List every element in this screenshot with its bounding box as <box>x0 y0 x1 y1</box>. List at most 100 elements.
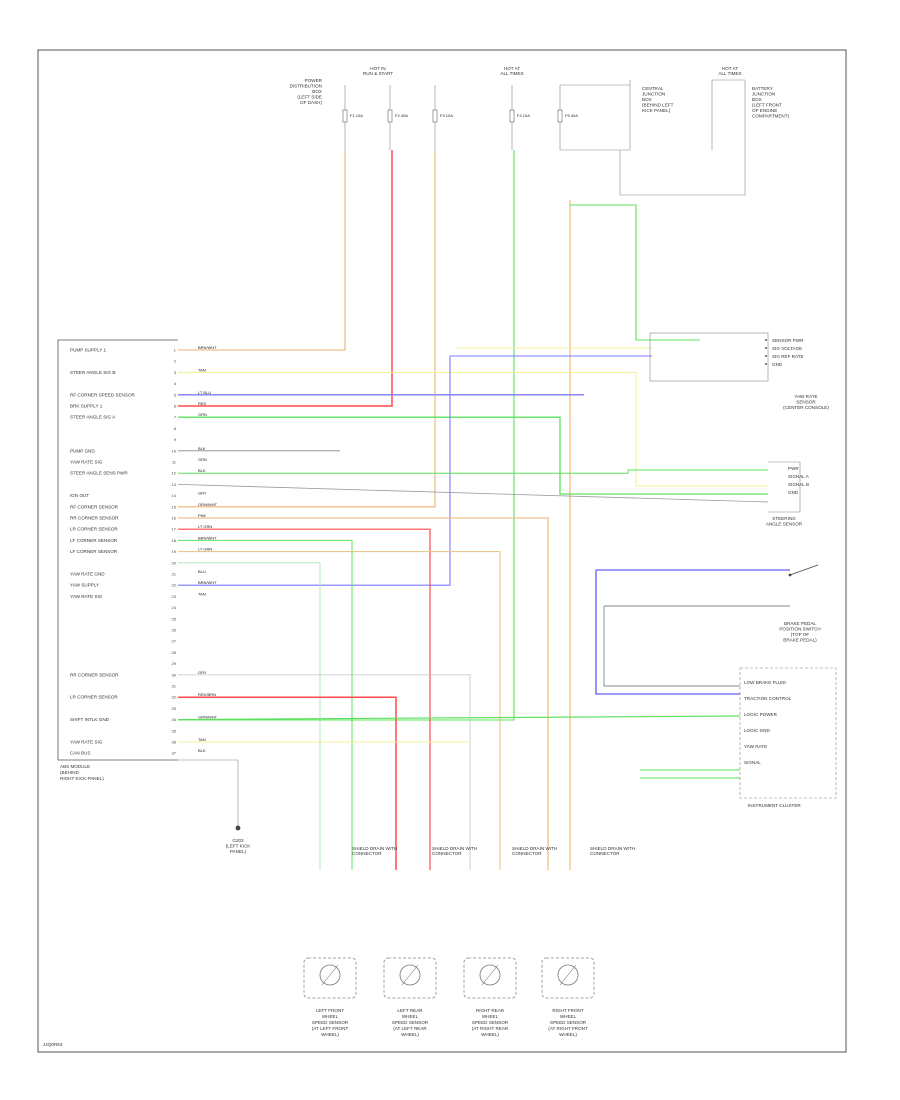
wheel-sensor-label-line: WHEEL) <box>321 1032 339 1037</box>
wire <box>178 356 451 586</box>
battery-label-line: JUNCTION <box>752 92 775 97</box>
module-pin-label: YAW RATE GND <box>70 572 105 577</box>
module-pin-label: RR CORNER SENSOR <box>70 516 119 521</box>
hot-run-line: RUN & START <box>363 71 393 76</box>
wheel-sensor-label-line: WHEEL) <box>559 1032 577 1037</box>
module-pin-number: 5 <box>174 392 177 397</box>
fuse-label: F1 10A <box>350 113 363 118</box>
wheel-sensor-label-line: RIGHT FRONT <box>552 1008 583 1013</box>
wheel-sensor-label-line: WHEEL) <box>481 1032 499 1037</box>
module-pin-number: 15 <box>172 504 177 509</box>
wire <box>178 517 549 870</box>
module-pin-number: 33 <box>172 706 177 711</box>
instrument-cluster-label: INSTRUMENT CLUSTER <box>748 803 801 808</box>
module-pin-number: 34 <box>172 717 177 722</box>
wheel-sensor-label-line: (AT LEFT FRONT <box>312 1026 349 1031</box>
wire <box>177 484 769 503</box>
battery-label-line: BOX <box>752 97 762 102</box>
fuse-icon <box>342 109 348 123</box>
sensor-icon <box>479 964 501 986</box>
module-pin-number: 16 <box>172 516 177 521</box>
module-pin-label: RR CORNER SENSOR <box>70 672 119 677</box>
module-pin-wire-code: GRN <box>198 412 207 417</box>
steer-pin-label: SIGNAL B <box>788 482 809 487</box>
brake-label-line: BRAKE PEDAL <box>784 621 816 626</box>
module-pin-label: PUMP SUPPLY 1 <box>70 348 106 353</box>
module-pin-number: 13 <box>172 482 177 487</box>
wire <box>178 469 768 474</box>
module-pin-wire-code: GRN <box>198 457 207 462</box>
shield-drain-label-line: CONNECTOR <box>352 851 382 856</box>
module-pin-wire-code: LT GRN <box>198 524 212 529</box>
module-pin-label: IGN OUT <box>70 493 89 498</box>
wheel-sensor-label-line: WHEEL <box>322 1014 339 1019</box>
shield-drain-label-line: CONNECTOR <box>590 851 620 856</box>
module-pin-wire-code: BRN/WHT <box>198 580 217 585</box>
module-pin-wire-code: BLK <box>198 748 206 753</box>
wheel-sensor-label-line: SPEED SENSOR <box>472 1020 509 1025</box>
module-pin-number: 30 <box>172 672 177 677</box>
wheel-sensor-label-line: SPEED SENSOR <box>392 1020 429 1025</box>
fuse-label: F4 10A <box>517 113 530 118</box>
yaw-pin-label: SIG VOLTAGE <box>772 346 802 351</box>
pin-dot <box>765 347 767 349</box>
module-pin-wire-code: BRN/WHT <box>198 345 217 350</box>
yaw-label-line: (CENTER CONSOLE) <box>783 405 829 410</box>
hot-all-line: HOT AT <box>722 66 738 71</box>
wheel-sensor-label-line: WHEEL <box>402 1014 419 1019</box>
wheel-sensor-label-line: WHEEL <box>482 1014 499 1019</box>
module-pin-number: 28 <box>172 650 177 655</box>
wire <box>570 204 700 341</box>
module-pin-number: 14 <box>172 493 177 498</box>
module-pin-number: 21 <box>172 572 177 577</box>
shield-drain-label-line: SHIELD DRAIN WITH <box>432 846 477 851</box>
module-pin-number: 20 <box>172 560 177 565</box>
central-label-line: JUNCTION <box>642 92 665 97</box>
module-pin-number: 26 <box>172 628 177 633</box>
cluster-pin-label: TRACTION CONTROL <box>744 696 792 701</box>
shield-drain-label-line: CONNECTOR <box>432 851 462 856</box>
module-pin-label: YAW SUPPLY <box>70 583 99 588</box>
diagram-frame <box>37 49 847 1053</box>
module-pin-label: PUMP GND <box>70 448 95 453</box>
module-pin-wire-code: TAN <box>198 737 206 742</box>
hot-start-line: HOT AT <box>504 66 520 71</box>
module-pin-label: LR CORNER SENSOR <box>70 527 118 532</box>
relay-label-line: POWER <box>305 78 323 83</box>
yaw-label-line: SENSOR <box>796 400 816 405</box>
cluster-pin-label: YAW RATE <box>744 744 767 749</box>
wire <box>640 769 740 779</box>
module-pin-label: YAW RATE SIG <box>70 594 103 599</box>
central-label-line: CENTRAL <box>642 86 664 91</box>
wire <box>177 715 741 721</box>
steer-label-line: STEERING <box>772 516 796 521</box>
wire <box>178 528 431 870</box>
module-pin-wire-code: BRN/WHT <box>198 535 217 540</box>
module-pin-number: 23 <box>172 594 177 599</box>
module-pin-label: RF CORNER SPEED SENSOR <box>70 392 136 397</box>
module-pin-wire-code: TAN <box>198 591 206 596</box>
module-pin-number: 6 <box>174 404 177 409</box>
wires <box>177 150 790 870</box>
relay-label-line: (LEFT SIDE <box>297 95 322 100</box>
wire <box>178 150 346 351</box>
module-pin-number: 2 <box>174 359 177 364</box>
cluster-pin-label: LOGIC POWER <box>744 712 778 717</box>
module-pin-number: 11 <box>172 460 177 465</box>
steer-pin-label: SIGNAL A <box>788 474 810 479</box>
hot-start-line: ALL TIMES <box>500 71 523 76</box>
ground-icon <box>235 825 241 831</box>
fuse-icon <box>387 109 393 123</box>
